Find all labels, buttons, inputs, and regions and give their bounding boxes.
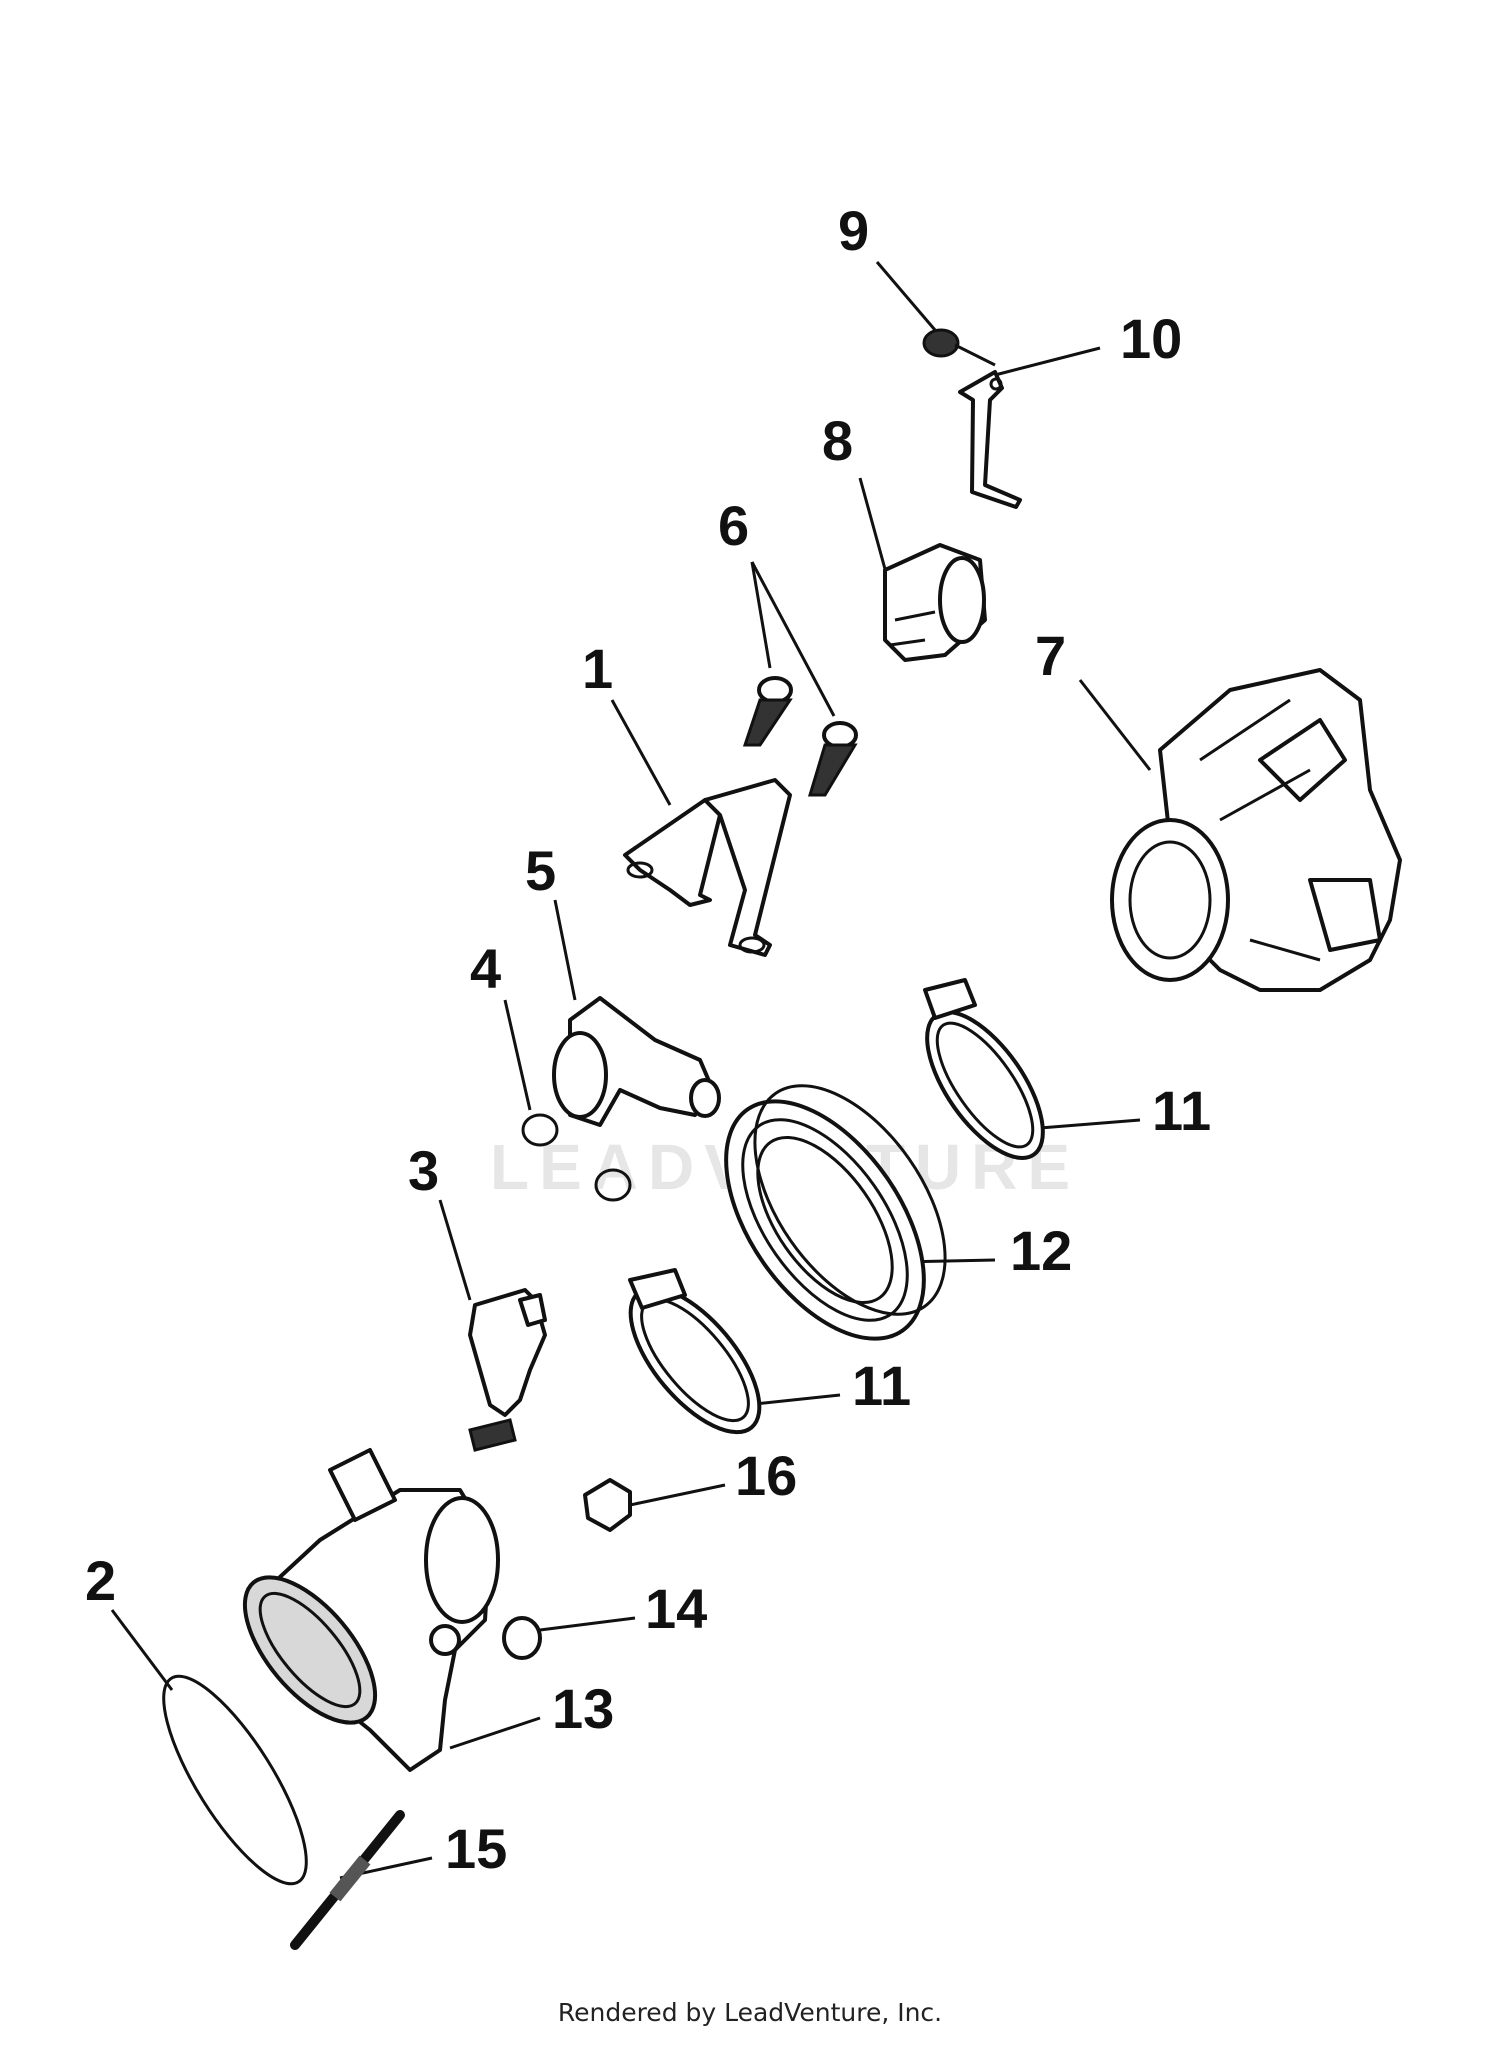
callout-2: 2 [85, 1549, 116, 1612]
leader-11a [1039, 1118, 1141, 1130]
part-15-stud[interactable] [290, 1810, 405, 1950]
callout-3: 3 [408, 1139, 439, 1202]
part-13-intake-manifold[interactable] [221, 1448, 500, 1772]
callout-16: 16 [735, 1444, 797, 1507]
part-9-screw[interactable] [922, 328, 996, 367]
leader-13 [449, 1716, 541, 1750]
callout-11b: 11 [852, 1354, 911, 1417]
leader-9 [875, 261, 937, 331]
leader-8 [858, 477, 890, 581]
callout-1: 1 [582, 637, 613, 700]
callout-7: 7 [1035, 624, 1066, 687]
leader-1 [610, 699, 672, 806]
callout-10: 10 [1120, 307, 1182, 370]
part-14-spacer[interactable] [502, 1616, 542, 1660]
leader-4 [503, 999, 532, 1111]
leader-10 [994, 346, 1101, 377]
part-16-nut[interactable] [583, 1478, 632, 1532]
leader-6a [750, 561, 772, 669]
part-1-bracket[interactable] [623, 778, 792, 957]
leader-7 [1078, 679, 1152, 771]
callout-14: 14 [645, 1577, 707, 1640]
part-2-gasket[interactable] [139, 1658, 331, 1902]
leader-14 [539, 1616, 636, 1632]
leader-2 [110, 1609, 174, 1691]
part-12-intake-boot[interactable] [686, 1052, 983, 1373]
leader-16 [629, 1483, 726, 1507]
part-5-elbow-fitting[interactable] [552, 996, 721, 1127]
leader-3 [438, 1199, 472, 1301]
part-4-o-rings[interactable] [521, 1113, 632, 1202]
part-11-hose-clamp-lower[interactable] [608, 1267, 782, 1453]
callout-11a: 11 [1152, 1079, 1211, 1142]
part-8-sensor[interactable] [883, 543, 987, 662]
callout-9: 9 [838, 199, 869, 262]
part-6-bolts[interactable] [742, 676, 858, 797]
callout-5: 5 [525, 839, 556, 902]
callout-6: 6 [718, 494, 749, 557]
leader-lines [110, 261, 1152, 1880]
part-3-fuel-injector[interactable] [468, 1288, 547, 1452]
callout-labels: 9 10 8 6 7 1 5 4 11 3 12 11 16 14 13 2 1… [85, 199, 1211, 1880]
leader-5 [553, 899, 577, 1001]
part-7-throttle-body[interactable] [1110, 668, 1402, 992]
leader-6b [750, 561, 836, 717]
part-10-bracket[interactable] [958, 370, 1022, 509]
callout-12: 12 [1010, 1219, 1072, 1282]
render-credit-footer: Rendered by LeadVenture, Inc. [557, 1998, 943, 2027]
callout-15: 15 [445, 1817, 507, 1880]
callout-4: 4 [470, 937, 501, 1000]
part-11-hose-clamp-upper[interactable] [905, 978, 1065, 1176]
callout-13: 13 [552, 1677, 614, 1740]
callout-8: 8 [822, 409, 853, 472]
